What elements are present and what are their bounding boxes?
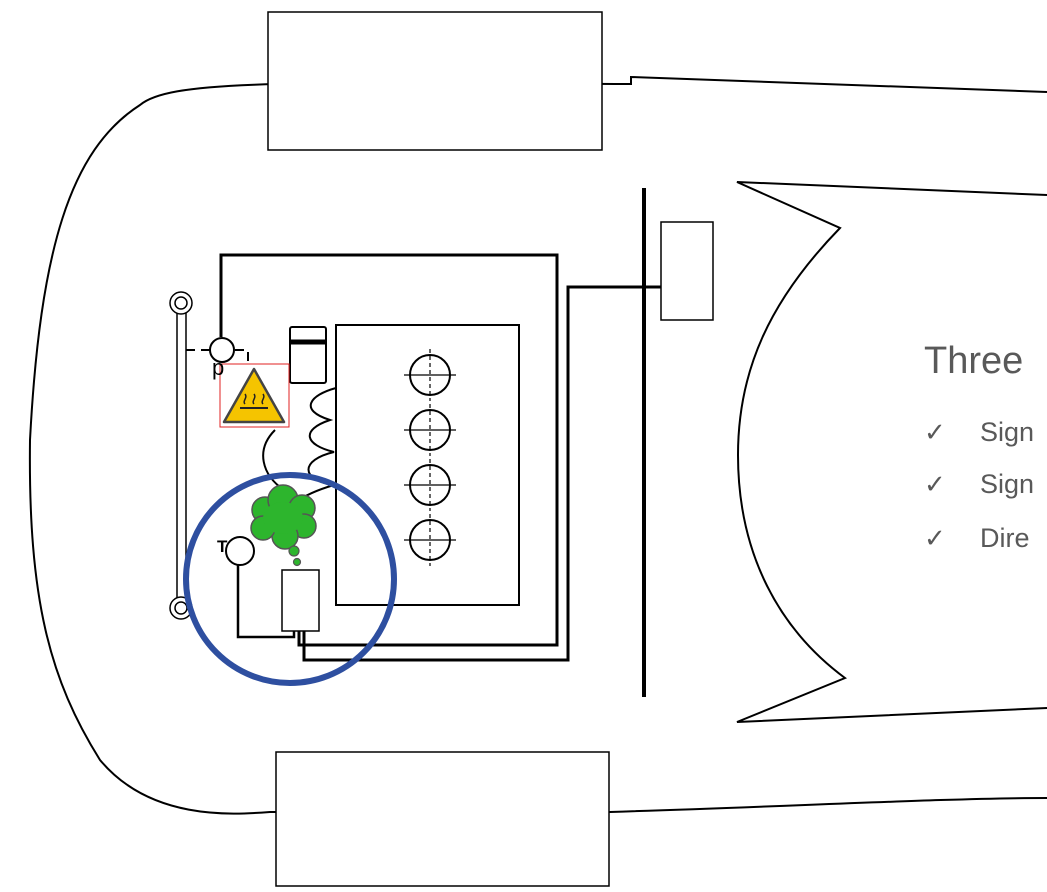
cylinder	[404, 459, 456, 511]
upper-wheel	[267, 11, 603, 151]
intake-element	[289, 326, 327, 384]
cylinder	[404, 349, 456, 401]
checkmark-icon: ✓	[924, 470, 946, 500]
rod-top-joint-inner	[174, 296, 188, 310]
temperature-label: T	[217, 537, 228, 556]
rod-bottom-joint-inner	[174, 601, 188, 615]
lower-wheel	[275, 751, 610, 887]
panel-item-3: Dire	[980, 523, 1030, 553]
hot-surface-warning-icon	[219, 363, 290, 428]
temperature-sensor	[225, 536, 255, 566]
wire-top	[219, 253, 559, 647]
wire-temperature-sensor	[236, 562, 296, 639]
wire-to-ecu	[302, 285, 661, 662]
cylinder	[404, 404, 456, 456]
pressure-label: p	[212, 355, 225, 380]
panel-item-2: Sign	[980, 469, 1035, 499]
control-unit-box	[660, 221, 714, 321]
cabin-outline	[736, 181, 1047, 723]
panel-title: Three	[924, 340, 1024, 382]
checkmark-icon: ✓	[924, 524, 946, 554]
car-body-outline	[28, 75, 1047, 815]
emission-cloud-icon	[250, 484, 317, 567]
pressure-sensor	[209, 337, 235, 363]
emission-sensor-box	[281, 569, 320, 632]
panel-item-1: Sign	[980, 417, 1035, 447]
highlight-circle	[183, 472, 397, 686]
cylinder	[404, 514, 456, 566]
rod-top-joint	[169, 291, 193, 315]
checkmark-icon: ✓	[924, 418, 946, 448]
